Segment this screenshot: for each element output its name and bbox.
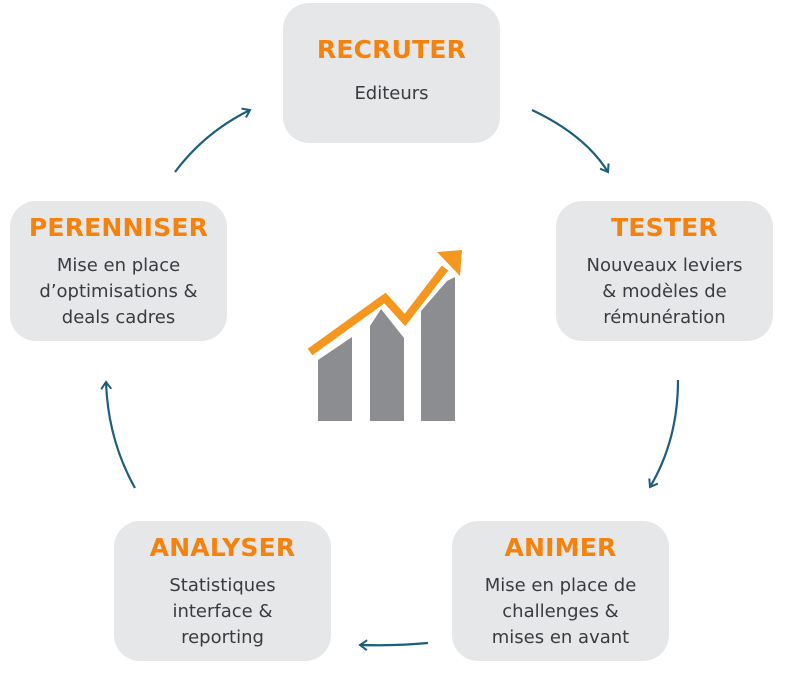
chart-bar-2 [370, 309, 404, 421]
step-title: PERENNISER [28, 213, 209, 242]
step-desc: Mise en place de challenges & mises en a… [452, 573, 669, 651]
step-desc-line: challenges & [502, 601, 619, 622]
step-title: ANIMER [504, 533, 617, 562]
step-title: TESTER [611, 213, 718, 242]
step-desc-line: deals cadres [61, 307, 176, 328]
arrow-perenniser-to-recruter [174, 107, 252, 173]
step-desc-line: Mise en place de [484, 575, 637, 596]
arrow-tester-to-animer [648, 379, 680, 489]
step-recruter: RECRUTER Editeurs [283, 3, 500, 143]
step-desc-line: rémunération [603, 307, 726, 328]
step-desc: Nouveaux leviers & modèles de rémunérati… [556, 253, 773, 331]
step-desc-line: Statistiques [169, 575, 276, 596]
arrow-recruter-to-tester [531, 109, 610, 174]
step-desc: Mise en place d’optimisations & deals ca… [10, 253, 227, 331]
step-animer: ANIMER Mise en place de challenges & mis… [452, 521, 669, 661]
step-desc-line: Editeurs [354, 83, 429, 104]
arrow-animer-to-analyser [358, 639, 429, 651]
step-title: ANALYSER [149, 533, 296, 562]
growth-chart-icon [307, 250, 462, 421]
step-desc: Statistiques interface & reporting [114, 573, 331, 651]
step-desc-line: mises en avant [491, 627, 630, 648]
chart-bar-3 [421, 277, 455, 421]
step-desc-line: d’optimisations & [39, 281, 198, 302]
chart-bar-1 [318, 337, 352, 421]
step-desc-line: & modèles de [602, 281, 727, 302]
step-desc-line: interface & [172, 601, 273, 622]
step-desc-line: reporting [181, 627, 264, 648]
step-desc-line: Nouveaux leviers [586, 255, 743, 276]
step-title: RECRUTER [316, 35, 467, 64]
arrow-analyser-to-perenniser [100, 380, 136, 489]
trend-arrowhead [437, 250, 462, 276]
step-analyser: ANALYSER Statistiques interface & report… [114, 521, 331, 661]
step-perenniser: PERENNISER Mise en place d’optimisations… [10, 201, 227, 341]
trend-line [307, 265, 449, 356]
step-desc-line: Mise en place [56, 255, 181, 276]
step-tester: TESTER Nouveaux leviers & modèles de rém… [556, 201, 773, 341]
